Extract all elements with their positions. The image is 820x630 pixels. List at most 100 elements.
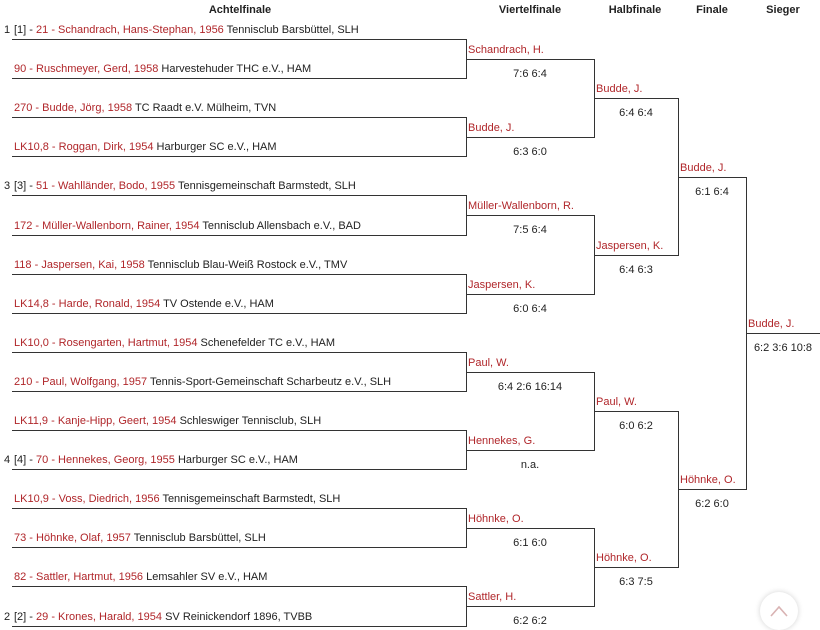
r16-line <box>12 313 466 314</box>
w-winner-link[interactable]: Budde, J. <box>748 318 795 330</box>
sf-winner-link[interactable]: Höhnke, O. <box>596 552 652 564</box>
r16-entry: [4] - 70 - Hennekes, Georg, 1955 Harburg… <box>14 454 298 466</box>
player-club: Lemsahler SV e.V., HAM <box>146 571 268 583</box>
qf-line <box>466 215 594 216</box>
player-ranking: LK10,8 <box>14 141 49 153</box>
player-club: Tennis-Sport-Gemeinschaft Scharbeutz e.V… <box>150 376 392 388</box>
f-line <box>678 489 746 490</box>
qf-score: 7:5 6:4 <box>513 224 547 236</box>
r16-entry: 73 - Höhnke, Olaf, 1957 Tennisclub Barsb… <box>14 531 266 545</box>
r16-entry: 118 - Jaspersen, Kai, 1958 Tennisclub Bl… <box>14 258 347 272</box>
player-link[interactable]: 82 - Sattler, Hartmut, 1956 <box>14 571 144 583</box>
player-club: Tennisclub Barsbüttel, SLH <box>226 24 359 36</box>
player-birth-year: 1956 <box>118 571 144 583</box>
qf-winner-link[interactable]: Paul, W. <box>468 357 509 369</box>
player-club: Tennisgemeinschaft Barmstedt, SLH <box>162 493 341 505</box>
r16-entry: LK10,8 - Roggan, Dirk, 1954 Harburger SC… <box>14 140 277 154</box>
player-name: Krones, Harald <box>58 611 132 623</box>
player-club: Schenefelder TC e.V., HAM <box>200 337 336 349</box>
qf-winner-link[interactable]: Müller-Wallenborn, R. <box>468 200 574 212</box>
player-birth-year: 1954 <box>175 220 200 232</box>
player-name: Rosengarten, Hartmut <box>58 337 167 349</box>
qf-line <box>466 294 594 295</box>
qf-winner-link[interactable]: Sattler, H. <box>468 591 517 603</box>
player-link[interactable]: 270 - Budde, Jörg, 1958 <box>14 102 133 114</box>
f-winner-link[interactable]: Höhnke, O. <box>680 474 736 486</box>
player-birth-year: 1955 <box>150 180 176 192</box>
player-name: Paul, Wolfgang <box>42 376 117 388</box>
player-birth-year: 1954 <box>137 611 163 623</box>
player-link[interactable]: LK10,8 - Roggan, Dirk, 1954 <box>14 141 154 153</box>
r16-entry: 210 - Paul, Wolfgang, 1957 Tennis-Sport-… <box>14 375 391 389</box>
player-birth-year: 1954 <box>152 415 177 427</box>
player-link[interactable]: 70 - Hennekes, Georg, 1955 <box>36 454 175 466</box>
player-birth-year: 1958 <box>107 102 133 114</box>
qf-winner-link[interactable]: Höhnke, O. <box>468 513 524 525</box>
player-link[interactable]: 29 - Krones, Harald, 1954 <box>36 611 163 623</box>
player-birth-year: 1958 <box>120 259 145 271</box>
r16-line <box>12 547 466 548</box>
header-viertelfinale: Viertelfinale <box>498 4 562 16</box>
player-link[interactable]: LK11,9 - Kanje-Hipp, Geert, 1954 <box>14 415 177 427</box>
sf-winner-link[interactable]: Paul, W. <box>596 396 637 408</box>
sf-winner-link[interactable]: Budde, J. <box>596 83 643 95</box>
r16-line <box>12 508 466 509</box>
player-link[interactable]: LK10,0 - Rosengarten, Hartmut, 1954 <box>14 337 198 349</box>
player-ranking: LK11,9 <box>14 415 49 427</box>
r16-line <box>12 274 466 275</box>
r16-line <box>12 117 466 118</box>
player-link[interactable]: 90 - Ruschmeyer, Gerd, 1958 <box>14 63 159 75</box>
qf-score: n.a. <box>520 459 540 471</box>
player-ranking: 82 <box>14 571 27 583</box>
r16-entry: 172 - Müller-Wallenborn, Rainer, 1954 Te… <box>14 219 361 233</box>
player-ranking: LK14,8 <box>14 298 49 310</box>
sf-line <box>594 255 678 256</box>
player-name: Sattler, Hartmut <box>36 571 113 583</box>
r16-line <box>12 156 466 157</box>
player-ranking: 21 <box>36 24 49 36</box>
player-club: Tennisclub Allensbach e.V., BAD <box>202 220 361 232</box>
player-link[interactable]: 210 - Paul, Wolfgang, 1957 <box>14 376 148 388</box>
player-name: Hennekes, Georg <box>58 454 145 466</box>
player-link[interactable]: 51 - Wahlländer, Bodo, 1955 <box>36 180 176 192</box>
player-birth-year: 1956 <box>135 493 160 505</box>
qf-winner-link[interactable]: Hennekes, G. <box>468 435 536 447</box>
qf-score: 6:3 6:0 <box>513 146 547 158</box>
player-name: Voss, Diedrich <box>58 493 129 505</box>
qf-winner-link[interactable]: Budde, J. <box>468 122 515 134</box>
player-link[interactable]: 118 - Jaspersen, Kai, 1958 <box>14 259 145 271</box>
qf-winner-link[interactable]: Schandrach, H. <box>468 44 544 56</box>
r16-entry: [2] - 29 - Krones, Harald, 1954 SV Reini… <box>14 611 313 623</box>
player-club: Harburger SC e.V., HAM <box>156 141 277 153</box>
player-link[interactable]: 172 - Müller-Wallenborn, Rainer, 1954 <box>14 220 200 232</box>
sf-line <box>594 567 678 568</box>
player-link[interactable]: LK10,9 - Voss, Diedrich, 1956 <box>14 493 160 505</box>
player-birth-year: 1957 <box>122 376 148 388</box>
qf-score: 6:4 2:6 16:14 <box>497 381 563 393</box>
player-ranking: 70 <box>36 454 49 466</box>
seed-position: 2 <box>4 611 11 623</box>
seed-position: 4 <box>4 454 11 466</box>
qf-line <box>466 59 594 60</box>
header-achtelfinale: Achtelfinale <box>208 4 272 16</box>
player-name: Schandrach, Hans-Stephan <box>58 24 194 36</box>
scroll-to-top-button[interactable] <box>760 592 798 630</box>
seed-position: 3 <box>4 180 11 192</box>
player-link[interactable]: 73 - Höhnke, Olaf, 1957 <box>14 532 131 544</box>
f-score: 6:2 6:0 <box>695 498 729 510</box>
qf-winner-link[interactable]: Jaspersen, K. <box>468 279 536 291</box>
player-name: Höhnke, Olaf <box>36 532 101 544</box>
w-line <box>746 333 820 334</box>
player-ranking: LK10,9 <box>14 493 49 505</box>
seed-position: 1 <box>4 24 11 36</box>
player-link[interactable]: LK14,8 - Harde, Ronald, 1954 <box>14 298 161 310</box>
qf-line <box>466 606 594 607</box>
player-birth-year: 1958 <box>133 63 159 75</box>
r16-entry: 270 - Budde, Jörg, 1958 TC Raadt e.V. Mü… <box>14 101 276 115</box>
qf-score: 7:6 6:4 <box>513 68 547 80</box>
player-link[interactable]: 21 - Schandrach, Hans-Stephan, 1956 <box>36 24 224 36</box>
player-name: Budde, Jörg <box>42 102 102 114</box>
player-name: Ruschmeyer, Gerd <box>36 63 128 75</box>
f-winner-link[interactable]: Budde, J. <box>680 162 727 174</box>
sf-winner-link[interactable]: Jaspersen, K. <box>596 240 664 252</box>
